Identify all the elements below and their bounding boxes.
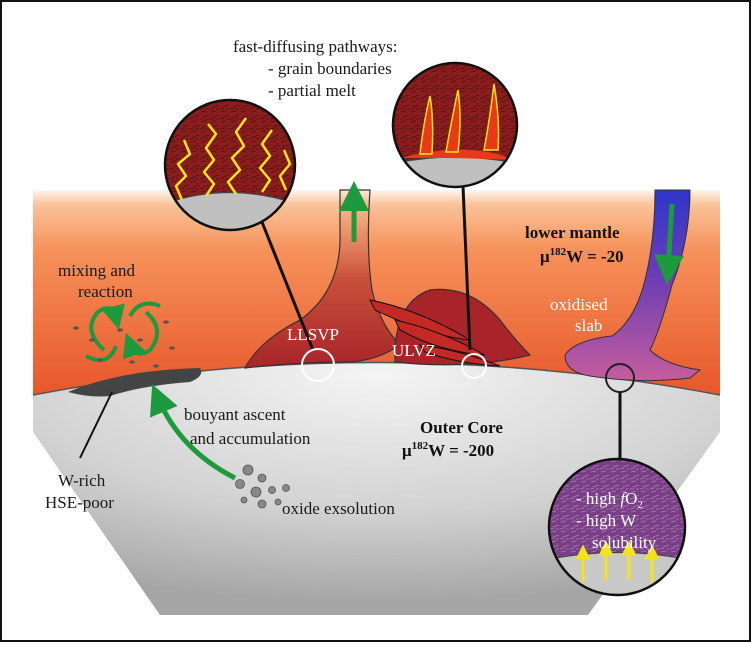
- llsvp-plume: [243, 189, 401, 369]
- fast-diffusing-item-2: - partial melt: [268, 81, 356, 100]
- lower-mantle-mu: μ182W = -20: [540, 246, 624, 266]
- lower-mantle-label: lower mantle: [525, 223, 620, 242]
- pointer-line-llsvp: [260, 221, 315, 351]
- mixing-particles: [73, 320, 175, 368]
- ulvz-label: ULVZ: [392, 341, 436, 360]
- fast-diffusing-item-1: - grain boundaries: [268, 59, 392, 78]
- mixing-label-line2: reaction: [78, 282, 133, 301]
- w-rich-pointer: [79, 391, 113, 459]
- oxidised-slab-label-line1: oxidised: [550, 295, 608, 314]
- mixing-label-line1: mixing and: [58, 261, 135, 280]
- oxidised-slab-label-line2: slab: [575, 316, 602, 335]
- outer-core-mu: μ182W = -200: [402, 440, 494, 460]
- mixing-arrow-left-tail: [85, 345, 118, 363]
- fast-diffusing-title: fast-diffusing pathways:: [233, 37, 397, 56]
- llsvp-locator-circle: [301, 348, 335, 382]
- outer-core-label: Outer Core: [420, 418, 503, 437]
- mixing-arrow-left: [89, 303, 125, 352]
- oxide-exsolution-label: oxide exsolution: [282, 499, 395, 518]
- outer-core-region: [33, 362, 720, 615]
- ulvz-lens: [418, 344, 501, 367]
- hse-poor-label: HSE-poor: [45, 493, 114, 512]
- oxide-bubbles: [235, 464, 290, 509]
- oxidised-slab: [564, 189, 702, 382]
- llsvp-label: LLSVP: [287, 325, 339, 344]
- mixing-arrow-right: [122, 310, 159, 360]
- ulvz-locator-circle: [461, 353, 487, 379]
- inset-label-line3: solubility: [592, 533, 657, 552]
- buoyant-label-line1: bouyant ascent: [184, 405, 286, 424]
- inset-label-line2: - high W: [576, 511, 637, 530]
- buoyant-label-line2: and accumulation: [190, 429, 311, 448]
- w-rich-layer: [68, 368, 202, 397]
- pointer-line-ulvz: [461, 185, 472, 351]
- inset-slab-interface: [547, 457, 687, 597]
- mixing-arrow-right-tail: [128, 301, 161, 318]
- w-rich-label: W-rich: [58, 471, 106, 490]
- downwelling-arrow: [653, 203, 684, 285]
- inset-label-line1: - high fO2: [576, 489, 643, 511]
- ulvz-lens: [394, 319, 486, 356]
- buoyant-ascent-arrow: [150, 384, 237, 481]
